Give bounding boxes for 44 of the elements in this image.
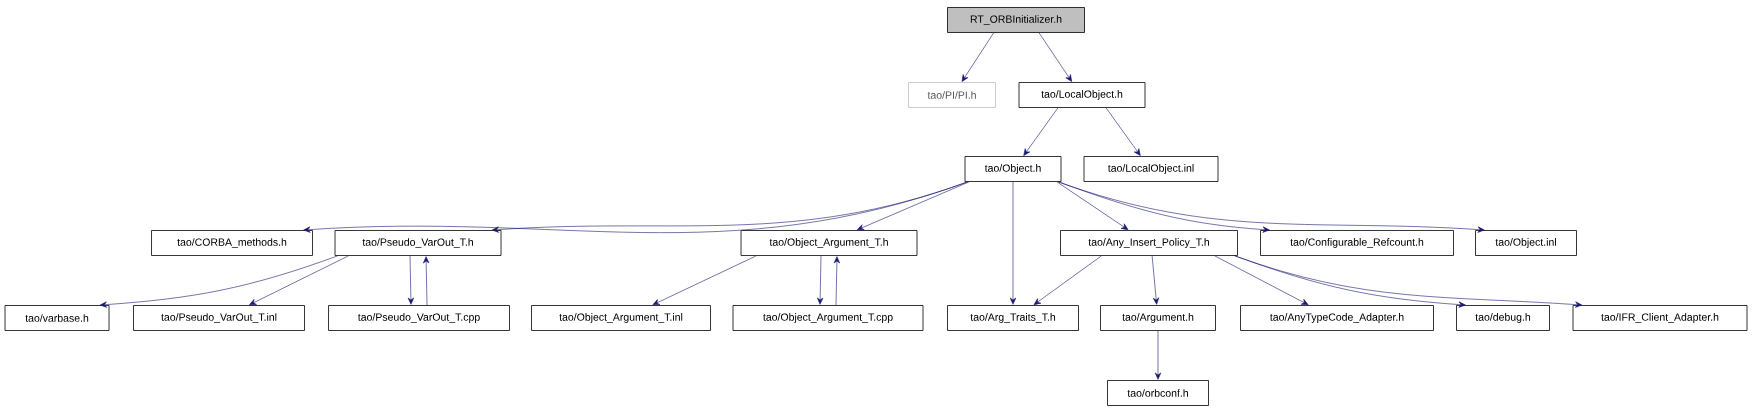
arrow [961,32,994,82]
file-box: tao/Pseudo_VarOut_T.h [334,230,502,256]
file-box: tao/Object_Argument_T.cpp [732,305,924,331]
file-box: tao/LocalObject.inl [1083,156,1219,182]
arrow [833,256,840,306]
file-box: tao/Pseudo_VarOut_T.inl [133,305,305,331]
file-box: tao/Arg_Traits_T.h [947,305,1079,331]
file-box: tao/IFR_Client_Adapter.h [1572,305,1748,331]
arrow [1058,181,1485,233]
arrow [491,181,968,233]
file-box: tao/Object.inl [1475,230,1577,256]
file-box: tao/PI/PI.h [908,82,996,108]
arrow [423,256,430,306]
file-box: RT_ORBInitializer.h [947,7,1085,33]
file-box: tao/Configurable_Refcount.h [1260,230,1454,256]
file-box: tao/Any_Insert_Policy_T.h [1060,230,1238,256]
file-box: tao/Object.h [964,156,1062,182]
arrow [857,181,970,231]
arrow [1154,330,1162,380]
file-box: tao/CORBA_methods.h [151,230,313,256]
arrow [249,255,349,306]
file-box: tao/AnyTypeCode_Adapter.h [1240,305,1434,331]
arrow [1038,32,1072,82]
arrow [1023,107,1059,156]
file-box: tao/orbconf.h [1107,380,1209,406]
arrow [1234,255,1583,308]
arrow [99,255,338,308]
arrow [1214,255,1309,306]
arrow [1234,255,1466,308]
arrow [1033,255,1102,305]
file-box: tao/Pseudo_VarOut_T.cpp [328,305,510,331]
arrow [1056,181,1129,230]
arrow [407,255,414,305]
arrow [817,255,824,305]
file-box: tao/LocalObject.h [1018,82,1146,108]
file-box: tao/Object_Argument_T.inl [531,305,711,331]
file-box: tao/Argument.h [1100,305,1216,331]
arrow [1151,255,1160,305]
arrow [1105,107,1141,156]
file-box: tao/varbase.h [4,305,110,331]
arrow [652,255,757,306]
file-box: tao/debug.h [1456,305,1550,331]
file-box: tao/Object_Argument_T.h [740,230,918,256]
arrow [1009,181,1017,305]
